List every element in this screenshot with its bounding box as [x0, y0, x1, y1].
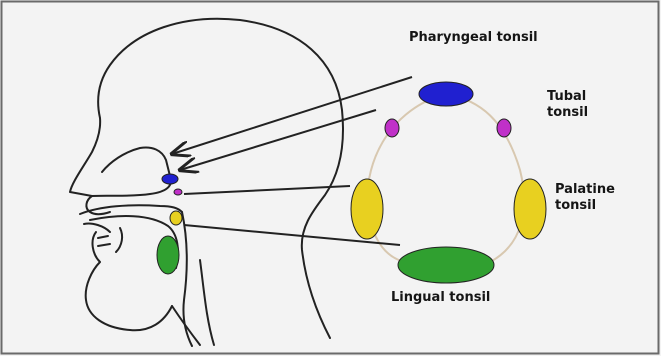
pharyngeal-tonsil-head — [162, 174, 178, 184]
tubal-tonsil-ring-left — [385, 119, 399, 137]
lingual-tonsil-head — [157, 236, 179, 274]
tubal-tonsil-ring-right — [497, 119, 511, 137]
label-palatine-tonsil: Palatine tonsil — [555, 182, 615, 214]
palatine-tonsil-ring-right — [514, 179, 546, 239]
connector-palatine — [184, 186, 350, 194]
label-pharyngeal-tonsil: Pharyngeal tonsil — [409, 30, 538, 46]
label-palatine-line2: tonsil — [555, 198, 615, 214]
tubal-tonsil-head — [174, 189, 182, 195]
label-tubal-line2: tonsil — [547, 105, 588, 121]
label-palatine-line1: Palatine — [555, 182, 615, 198]
head-outline — [70, 19, 343, 346]
label-tubal-line1: Tubal — [547, 89, 588, 105]
palatine-tonsil-ring-left — [351, 179, 383, 239]
label-lingual-tonsil: Lingual tonsil — [391, 290, 490, 306]
arrow-to-pharyngeal — [172, 77, 412, 154]
lingual-tonsil-ring — [398, 247, 494, 283]
label-tubal-tonsil: Tubal tonsil — [547, 89, 588, 121]
palatine-tonsil-head — [170, 211, 182, 225]
pharyngeal-tonsil-ring — [419, 82, 473, 106]
